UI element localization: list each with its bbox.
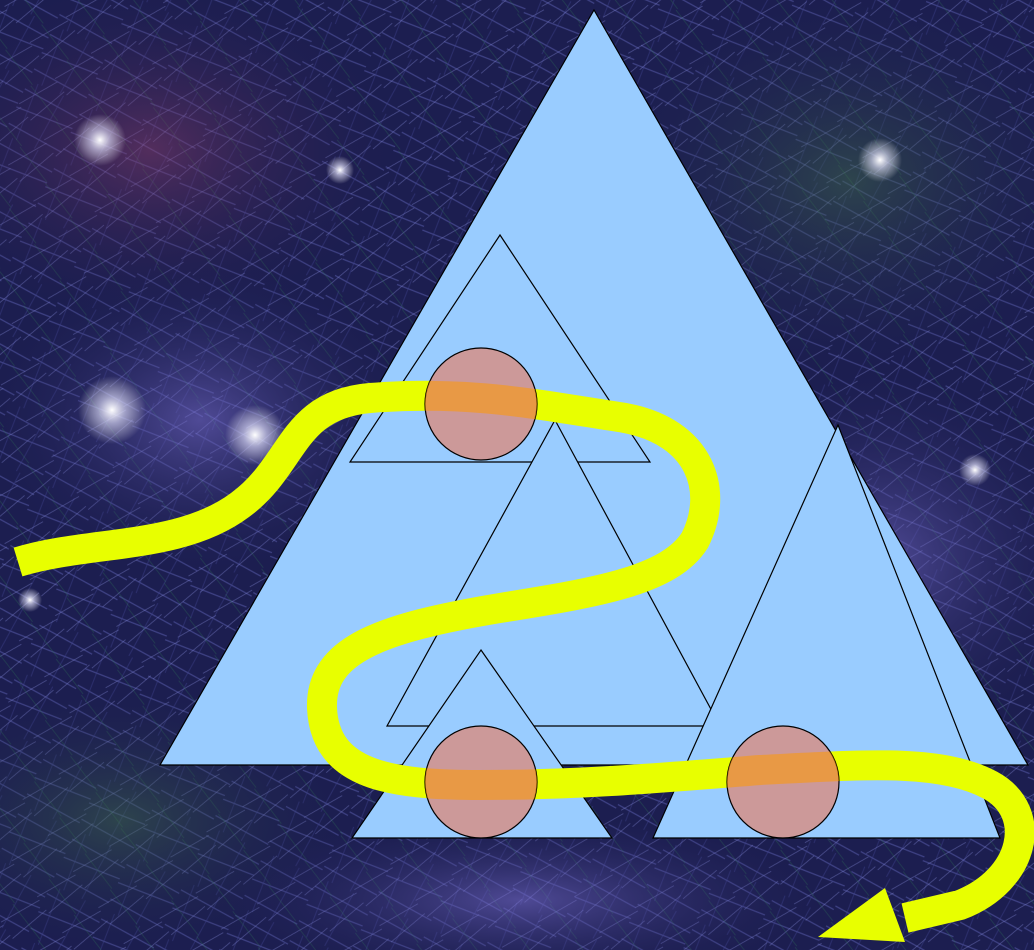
- path-arrowhead: [818, 888, 905, 942]
